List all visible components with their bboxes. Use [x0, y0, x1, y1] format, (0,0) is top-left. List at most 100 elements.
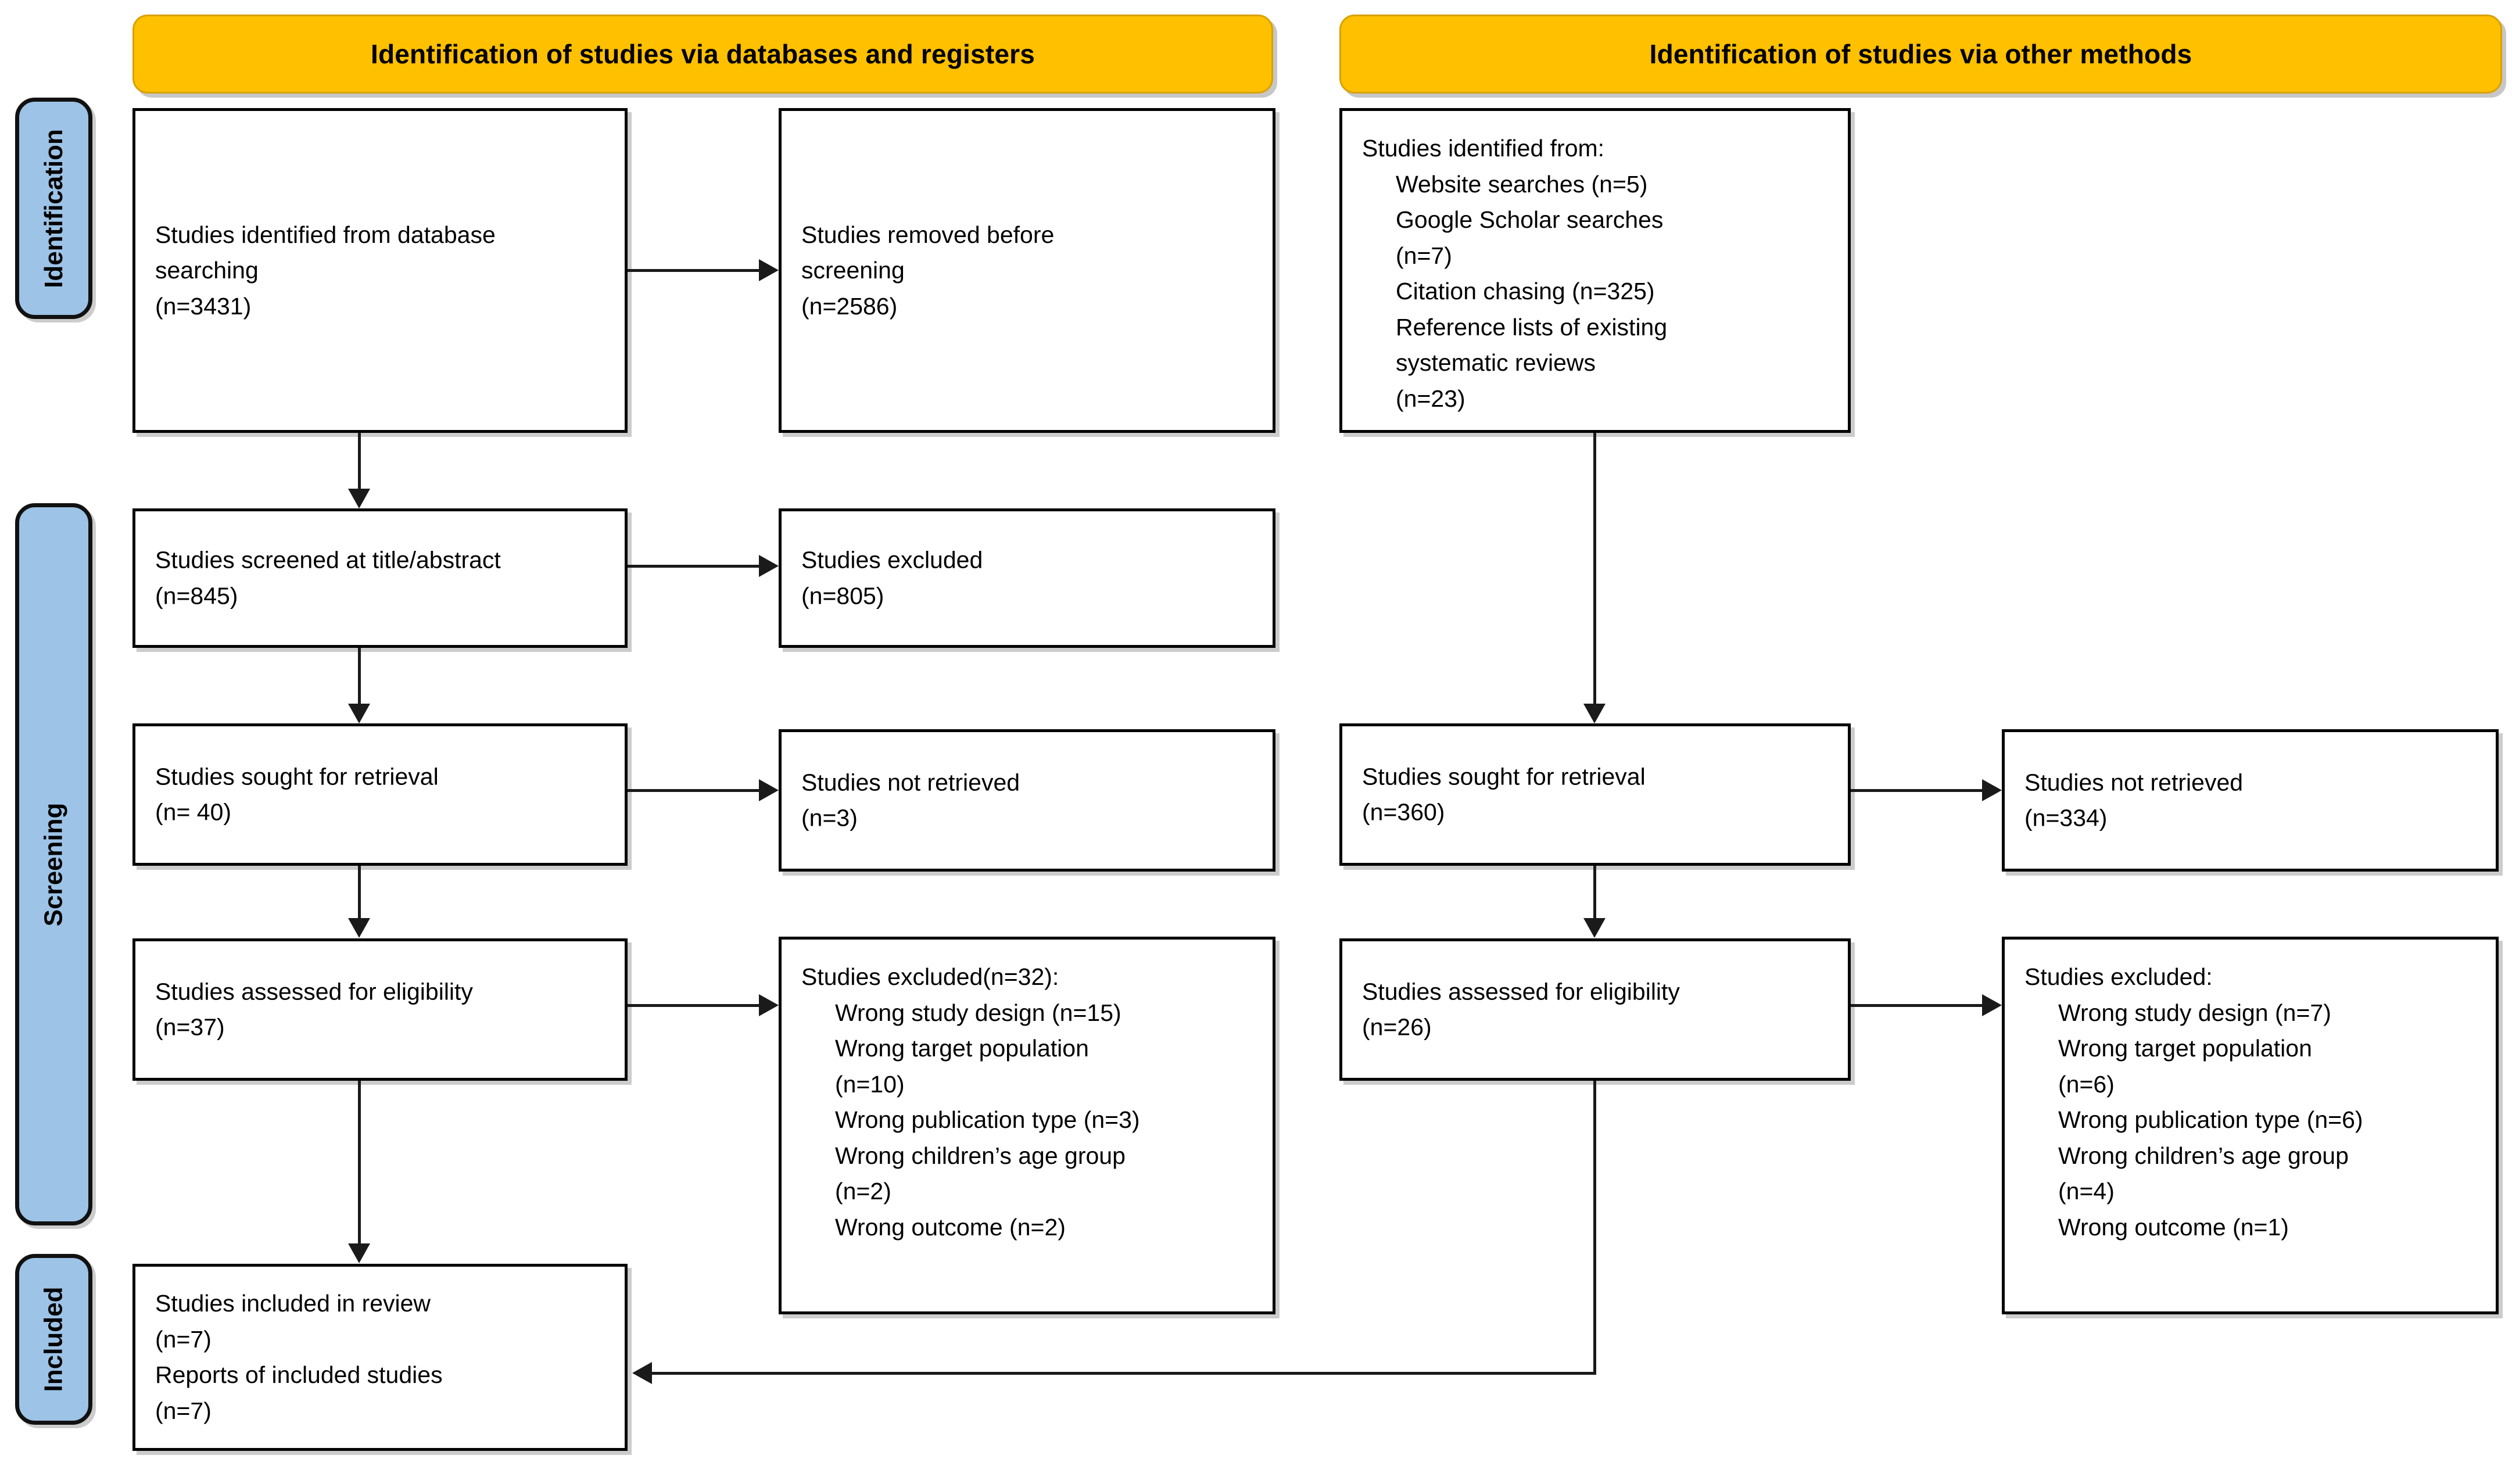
- arrowhead-sought-right-to-notretrieved: [1982, 779, 2002, 801]
- excluded-right-title: Studies excluded:: [2024, 963, 2213, 990]
- line-included-2: (n=7): [155, 1325, 212, 1353]
- box-studies-screened-text: Studies screened at title/abstract (n=84…: [155, 543, 614, 614]
- excluded-right-reason-3: Wrong publication type (n=6): [2058, 1106, 2363, 1133]
- box-studies-assessed-eligibility-right: Studies assessed for eligibility (n=26): [1339, 938, 1851, 1081]
- line-included-3: Reports of included studies: [155, 1361, 443, 1388]
- line-sought-1: Studies sought for retrieval: [155, 763, 439, 790]
- box-studies-identified-database: Studies identified from database searchi…: [132, 108, 628, 433]
- excluded-right-reason-4: Wrong children’s age group: [2058, 1142, 2349, 1169]
- excluded-left-reason-0: Wrong study design (n=15): [835, 999, 1121, 1026]
- connector-screened-to-sought: [358, 648, 361, 704]
- connector-identified-to-screened: [358, 433, 361, 489]
- box-studies-identified-other-methods: Studies identified from: Website searche…: [1339, 108, 1851, 433]
- connector-identified-to-removed: [628, 269, 759, 272]
- excluded-right-reason-6: Wrong outcome (n=1): [2058, 1213, 2289, 1241]
- box-studies-excluded-fulltext-right-text: Studies excluded: Wrong study design (n=…: [2024, 959, 2485, 1245]
- stage-tab-identification-label: Identification: [39, 128, 68, 288]
- line-notretr-2: (n=3): [801, 804, 858, 831]
- excluded-right-reason-1: Wrong target population: [2058, 1035, 2312, 1062]
- connector-assessed-right-to-included-horizontal: [652, 1372, 1596, 1375]
- line-identified-3: (n=3431): [155, 292, 252, 320]
- identified-other-source-6: (n=23): [1396, 385, 1465, 412]
- identified-other-source-4: Reference lists of existing: [1396, 313, 1668, 340]
- connector-sought-to-notretrieved: [628, 789, 759, 792]
- line-notretr-r-1: Studies not retrieved: [2024, 769, 2244, 795]
- identified-other-source-3: Citation chasing (n=325): [1396, 278, 1655, 304]
- excluded-right-reason-0: Wrong study design (n=7): [2058, 999, 2331, 1026]
- excluded-left-title: Studies excluded(n=32):: [801, 963, 1059, 990]
- identified-other-source-0: Website searches (n=5): [1396, 170, 1648, 198]
- line-assessed-2: (n=37): [155, 1013, 225, 1041]
- box-studies-identified-database-text: Studies identified from database searchi…: [155, 217, 614, 324]
- identified-other-source-1: Google Scholar searches: [1396, 206, 1664, 233]
- box-studies-sought-retrieval-right: Studies sought for retrieval (n=360): [1339, 723, 1851, 866]
- box-studies-not-retrieved-right: Studies not retrieved (n=334): [2002, 729, 2499, 872]
- box-studies-excluded-fulltext-right: Studies excluded: Wrong study design (n=…: [2002, 937, 2499, 1314]
- box-studies-assessed-left-text: Studies assessed for eligibility (n=37): [155, 974, 614, 1045]
- arrowhead-screened-to-sought: [348, 704, 370, 723]
- connector-assessed-to-included: [358, 1081, 361, 1243]
- arrowhead-screened-to-excluded: [759, 555, 779, 577]
- line-identified-2: searching: [155, 256, 259, 284]
- header-other-methods: Identification of studies via other meth…: [1339, 15, 2502, 94]
- line-sought-r-1: Studies sought for retrieval: [1362, 763, 1646, 790]
- box-studies-removed-before-screening: Studies removed before screening (n=2586…: [779, 108, 1275, 433]
- connector-sought-right-to-notretrieved: [1851, 789, 1982, 792]
- stage-tab-included-label: Included: [39, 1286, 68, 1392]
- box-studies-included-text: Studies included in review (n=7) Reports…: [155, 1286, 614, 1429]
- excluded-left-reason-5: (n=2): [835, 1178, 891, 1205]
- excluded-left-reason-4: Wrong children’s age group: [835, 1142, 1126, 1169]
- stage-tab-included: Included: [15, 1254, 92, 1425]
- header-databases-registers: Identification of studies via databases …: [132, 15, 1273, 94]
- connector-identified-other-to-sought: [1593, 433, 1596, 704]
- line-removed-3: (n=2586): [801, 292, 898, 320]
- identified-other-source-2: (n=7): [1396, 242, 1452, 269]
- connector-assessed-right-to-excludedfull: [1851, 1004, 1982, 1007]
- excluded-right-reason-5: (n=4): [2058, 1178, 2115, 1205]
- box-studies-not-retrieved-right-text: Studies not retrieved (n=334): [2024, 765, 2485, 836]
- box-studies-not-retrieved: Studies not retrieved (n=3): [779, 729, 1275, 872]
- box-studies-excluded-screening: Studies excluded (n=805): [779, 508, 1275, 648]
- line-removed-1: Studies removed before: [801, 221, 1055, 248]
- box-studies-excluded-screening-text: Studies excluded (n=805): [801, 543, 1262, 614]
- box-studies-excluded-fulltext-left: Studies excluded(n=32): Wrong study desi…: [779, 937, 1275, 1314]
- box-studies-excluded-fulltext-left-text: Studies excluded(n=32): Wrong study desi…: [801, 959, 1262, 1245]
- arrowhead-identified-other-to-sought: [1583, 704, 1606, 723]
- arrowhead-sought-to-assessed: [348, 918, 370, 938]
- connector-sought-to-assessed: [358, 866, 361, 918]
- arrowhead-identified-to-screened: [348, 489, 370, 508]
- header-other-methods-label: Identification of studies via other meth…: [1649, 38, 2192, 69]
- excluded-right-reason-2: (n=6): [2058, 1070, 2115, 1098]
- line-assessed-r-2: (n=26): [1362, 1013, 1432, 1041]
- box-studies-not-retrieved-text: Studies not retrieved (n=3): [801, 765, 1262, 836]
- box-studies-sought-right-text: Studies sought for retrieval (n=360): [1362, 759, 1837, 830]
- connector-sought-right-to-assessed: [1593, 866, 1596, 918]
- connector-assessed-to-excludedfull: [628, 1004, 759, 1007]
- excluded-left-reason-2: (n=10): [835, 1070, 905, 1098]
- line-included-1: Studies included in review: [155, 1290, 431, 1317]
- box-studies-assessed-eligibility-left: Studies assessed for eligibility (n=37): [132, 938, 628, 1081]
- box-studies-sought-retrieval: Studies sought for retrieval (n= 40): [132, 723, 628, 866]
- header-databases-registers-label: Identification of studies via databases …: [370, 38, 1035, 69]
- line-screened-2: (n=845): [155, 582, 238, 609]
- line-notretr-r-2: (n=334): [2024, 804, 2108, 831]
- excluded-left-reason-3: Wrong publication type (n=3): [835, 1106, 1140, 1133]
- line-notretr-1: Studies not retrieved: [801, 769, 1020, 795]
- line-sought-r-2: (n=360): [1362, 798, 1445, 826]
- identified-other-source-5: systematic reviews: [1396, 349, 1596, 376]
- line-identified-1: Studies identified from database: [155, 221, 496, 248]
- box-studies-sought-text: Studies sought for retrieval (n= 40): [155, 759, 614, 830]
- stage-tab-screening: Screening: [15, 503, 92, 1225]
- line-excl-screen-2: (n=805): [801, 582, 884, 609]
- stage-tab-screening-label: Screening: [39, 802, 68, 926]
- box-studies-removed-text: Studies removed before screening (n=2586…: [801, 217, 1262, 324]
- excluded-left-reason-1: Wrong target population: [835, 1035, 1089, 1062]
- box-studies-assessed-right-text: Studies assessed for eligibility (n=26): [1362, 974, 1837, 1045]
- stage-tab-identification: Identification: [15, 98, 92, 319]
- arrowhead-sought-to-notretrieved: [759, 779, 779, 801]
- box-studies-included-in-review: Studies included in review (n=7) Reports…: [132, 1264, 628, 1451]
- box-studies-identified-other-text: Studies identified from: Website searche…: [1362, 131, 1837, 417]
- line-included-4: (n=7): [155, 1397, 212, 1424]
- arrowhead-assessed-to-excludedfull: [759, 994, 779, 1016]
- excluded-left-reason-6: Wrong outcome (n=2): [835, 1213, 1066, 1241]
